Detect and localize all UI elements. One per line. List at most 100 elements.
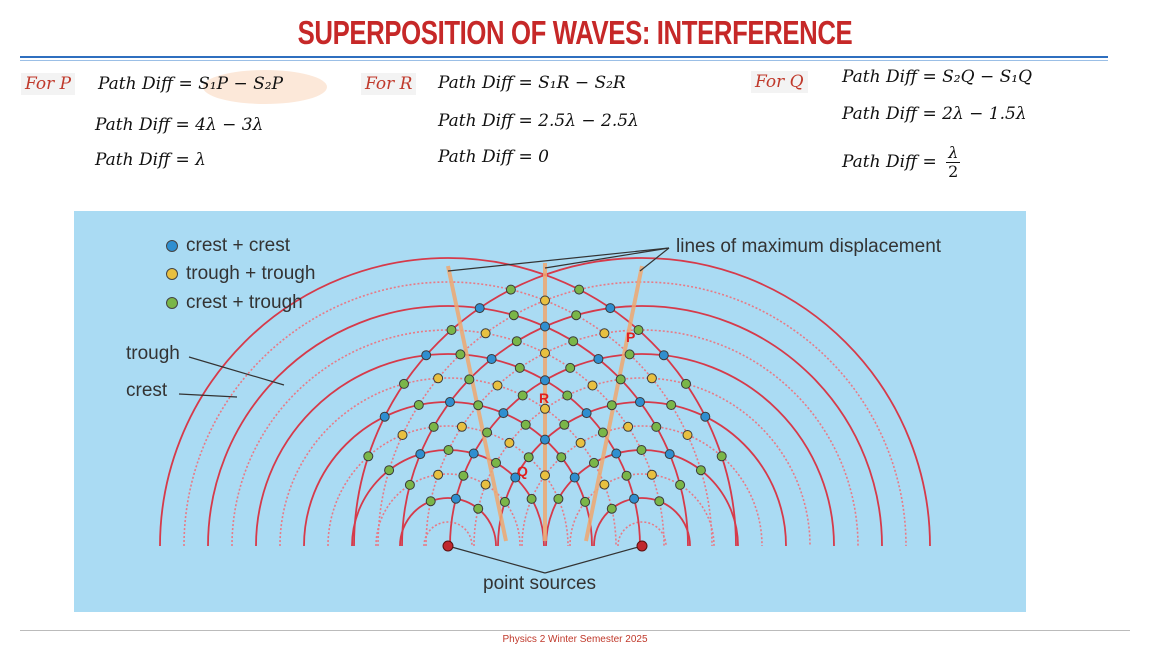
intersection-dot-ct (606, 503, 617, 514)
case-r-line-1: Path Diff = S₁R − S₂R (438, 73, 626, 93)
intersection-dot-cc (415, 449, 426, 460)
intersection-dot-cc (540, 375, 550, 386)
green-dot-icon (166, 296, 178, 309)
intersection-dot-ct (399, 378, 409, 389)
intersection-dot-ct (666, 400, 677, 410)
point-source-2 (636, 540, 648, 552)
intersection-dot-ct (597, 427, 608, 438)
crest-arc-s1-6 (159, 257, 737, 547)
intersection-dot-ct (606, 400, 617, 411)
footer-rule (20, 630, 1130, 631)
source-pointer-1 (447, 545, 546, 574)
intersection-dot-ct (413, 400, 424, 410)
point-q-label: Q (517, 463, 528, 479)
intersection-dot-cc (379, 411, 390, 422)
point-r-label: R (539, 390, 550, 406)
intersection-dot-tt (492, 380, 503, 391)
case-p-line-2: Path Diff = 4λ − 3λ (95, 115, 264, 135)
crest-arc-s2-5 (401, 305, 883, 547)
intersection-dot-ct (571, 310, 582, 321)
case-q-line-1: Path Diff = S₂Q − S₁Q (842, 67, 1033, 87)
intersection-dot-ct (624, 349, 635, 360)
intersection-dot-cc (664, 449, 675, 460)
point-sources-label: point sources (483, 573, 597, 594)
intersection-dot-cc (510, 472, 521, 483)
baseline-mask (74, 546, 1026, 612)
intersection-dot-cc (468, 448, 479, 459)
intersection-dot-cc (629, 493, 640, 504)
intersection-dot-ct (443, 445, 454, 455)
label-pointer-2 (544, 247, 670, 269)
intersection-dot-tt (646, 469, 657, 480)
intersection-dot-ct (526, 493, 537, 504)
intersection-dot-ct (651, 421, 662, 432)
intersection-dot-tt (504, 437, 515, 448)
intersection-dot-ct (574, 284, 585, 295)
intersection-dot-ct (654, 496, 665, 507)
intersection-dot-tt (540, 470, 550, 481)
label-pointer-1 (447, 247, 670, 272)
intersection-dot-tt (682, 430, 693, 440)
intersection-dot-ct (455, 349, 466, 360)
intersection-dot-tt (575, 437, 586, 448)
intersection-dot-cc (540, 321, 550, 332)
intersection-dot-ct (363, 451, 374, 462)
intersection-dot-ct (404, 479, 415, 490)
case-r-line-2: Path Diff = 2.5λ − 2.5λ (438, 111, 639, 131)
trough-arc-s1-4 (279, 377, 617, 547)
intersection-dot-ct (491, 457, 501, 468)
intersection-dot-ct (633, 325, 644, 335)
intersection-dot-ct (675, 479, 686, 490)
intersection-dot-tt (433, 469, 444, 480)
intersection-dot-cc (421, 350, 432, 361)
intersection-dot-tt (480, 479, 491, 490)
intersection-dot-ct (559, 419, 570, 430)
trough-arc-s2-6 (377, 281, 907, 547)
intersection-dot-ct (508, 310, 519, 321)
intersection-dot-ct (473, 400, 484, 411)
case-q-label: For Q (751, 71, 808, 93)
intersection-dot-ct (562, 390, 573, 401)
intersection-dot-ct (523, 452, 534, 463)
crest-label: crest (126, 380, 168, 401)
crest-arc-s2-1 (593, 497, 691, 547)
case-p-line-3: Path Diff = λ (95, 150, 206, 170)
case-q-line-3: Path Diff = λ 2 (842, 144, 961, 181)
trough-arc-s2-3 (521, 425, 763, 547)
intersection-dot-ct (446, 325, 457, 335)
intersection-dot-ct (636, 445, 647, 455)
trough-arc-s1-3 (327, 425, 569, 547)
blue-dot-icon (166, 239, 178, 252)
intersection-dot-ct (621, 470, 632, 481)
intersection-dot-ct (464, 374, 475, 385)
intersection-dot-ct (505, 284, 516, 295)
intersection-dot-cc (540, 434, 550, 445)
point-p-label: P (626, 329, 636, 345)
intersection-dot-cc (486, 354, 497, 364)
intersection-dot-cc (658, 350, 669, 361)
case-r-line-3: Path Diff = 0 (438, 147, 549, 167)
intersection-dot-ct (384, 465, 395, 476)
intersection-dot-cc (611, 448, 622, 459)
intersection-dot-cc (581, 408, 592, 419)
intersection-dot-cc (450, 493, 461, 504)
crest-arc-s2-6 (353, 257, 931, 547)
interference-diagram: crest + crest trough + trough crest + tr… (74, 211, 1026, 612)
intersection-dot-tt (587, 380, 598, 391)
intersection-dot-ct (565, 362, 576, 373)
label-pointer-3 (639, 247, 670, 272)
page-title: SUPERPOSITION OF WAVES: INTERFERENCE (297, 14, 853, 51)
legend-crest-trough-text: crest + trough (186, 292, 303, 313)
intersection-dot-ct (428, 421, 439, 432)
trough-arc-s1-5 (231, 329, 665, 547)
case-p-line-1: Path Diff = S₁P − S₂P (98, 74, 284, 94)
legend-trough-trough-text: trough + trough (186, 263, 316, 284)
footer-text: Physics 2 Winter Semester 2025 (502, 634, 648, 645)
intersection-dot-ct (511, 336, 522, 347)
crest-arc-s1-5 (207, 305, 689, 547)
legend-trough-trough: trough + trough (166, 263, 315, 285)
intersection-dot-tt (623, 421, 634, 432)
intersection-dot-ct (716, 451, 727, 462)
max-displacement-label: lines of maximum displacement (676, 236, 942, 257)
intersection-dot-ct (695, 465, 706, 476)
